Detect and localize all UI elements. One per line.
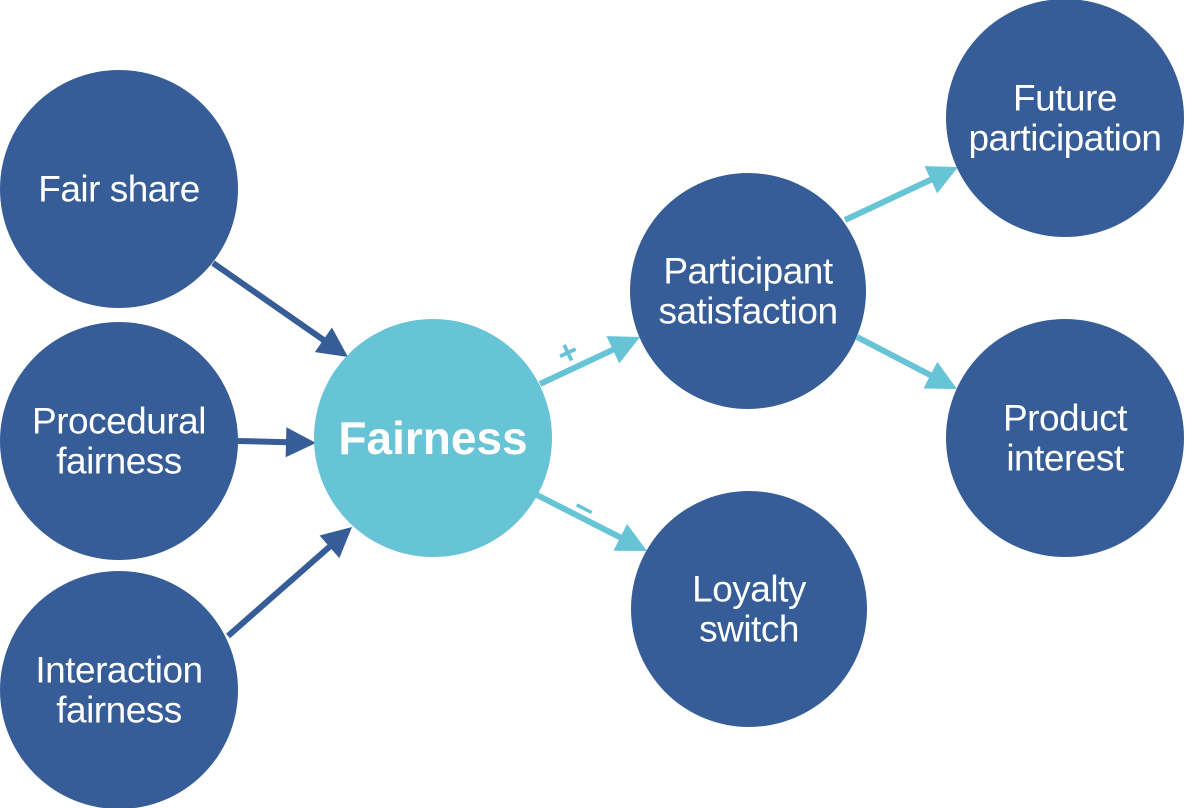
node-circle <box>0 322 238 560</box>
node-label: Loyalty <box>692 569 807 610</box>
node-label: fairness <box>56 690 182 731</box>
node-label: Future <box>1013 78 1117 119</box>
arrow-shaft <box>226 543 333 639</box>
node-label: Participant <box>663 251 834 292</box>
node-circle <box>314 319 552 557</box>
node-circle <box>631 491 867 727</box>
arrow-shaft <box>855 334 934 379</box>
arrowhead-icon <box>285 427 316 458</box>
edge-fairness-to-participant-satisfaction <box>538 336 640 387</box>
node-circle <box>946 319 1184 557</box>
edges-layer <box>211 166 958 639</box>
arrowhead-icon <box>924 166 958 194</box>
negative-effect-sign: – <box>568 486 602 528</box>
node-label: fairness <box>56 441 182 482</box>
arrowhead-icon <box>606 336 640 364</box>
node-circle <box>630 173 866 409</box>
arrow-shaft <box>535 492 624 541</box>
node-label: satisfaction <box>658 291 837 332</box>
node-label: participation <box>968 118 1161 159</box>
node-label: switch <box>699 609 799 650</box>
edge-participant-satisfaction-to-future-participation <box>843 166 958 223</box>
arrowhead-icon <box>613 524 647 551</box>
node-circle <box>0 70 238 308</box>
edge-interaction-fairness-to-fairness <box>226 527 352 639</box>
arrow-shaft <box>211 260 327 344</box>
node-fair-share: Fair share <box>0 70 238 308</box>
arrow-shaft <box>538 346 616 387</box>
edge-fair-share-to-fairness <box>211 260 348 357</box>
node-label: Product <box>1003 398 1128 439</box>
edge-participant-satisfaction-to-product-interest <box>855 334 957 389</box>
arrow-shaft <box>237 438 289 446</box>
node-label: Fair share <box>38 169 200 210</box>
node-label: Procedural <box>32 401 206 442</box>
edge-fairness-to-loyalty-switch <box>535 492 647 551</box>
arrowhead-icon <box>923 361 957 389</box>
node-label: Interaction <box>35 650 202 691</box>
arrowhead-icon <box>319 527 352 559</box>
arrowhead-icon <box>314 327 348 357</box>
node-fairness: Fairness <box>314 319 552 557</box>
arrow-shaft <box>843 176 934 223</box>
edge-procedural-fairness-to-fairness <box>237 427 316 458</box>
node-label: interest <box>1006 438 1125 479</box>
node-circle <box>0 571 238 808</box>
node-circle <box>946 0 1184 237</box>
positive-effect-sign: + <box>551 332 585 375</box>
node-label: Fairness <box>338 412 527 464</box>
